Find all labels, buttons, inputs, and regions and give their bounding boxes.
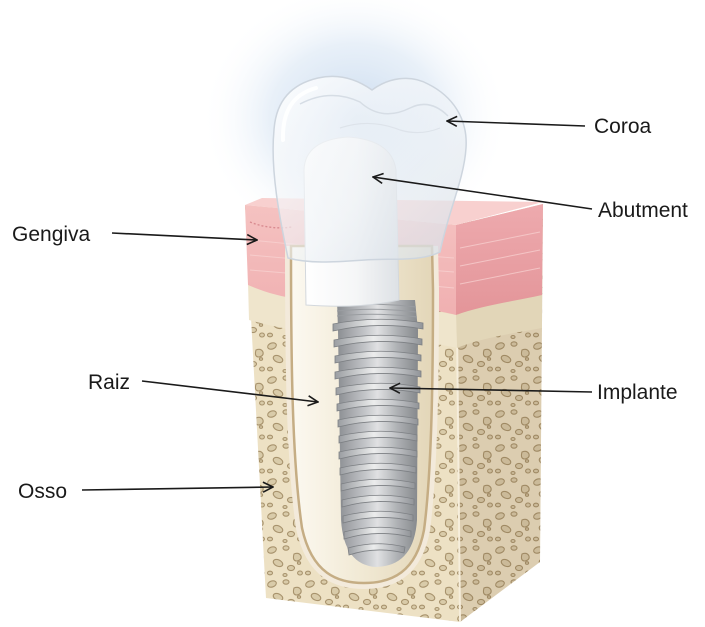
label-implant: Implante bbox=[597, 381, 678, 404]
label-abutment: Abutment bbox=[598, 199, 688, 222]
label-root: Raiz bbox=[88, 371, 130, 394]
leader-line-bone bbox=[82, 487, 273, 490]
crown bbox=[273, 76, 466, 262]
leader-line-gum bbox=[112, 233, 257, 240]
crown-shell bbox=[273, 76, 466, 262]
label-gum: Gengiva bbox=[12, 223, 91, 246]
implant bbox=[333, 300, 423, 567]
label-bone: Osso bbox=[18, 480, 67, 503]
label-crown: Coroa bbox=[594, 115, 652, 138]
